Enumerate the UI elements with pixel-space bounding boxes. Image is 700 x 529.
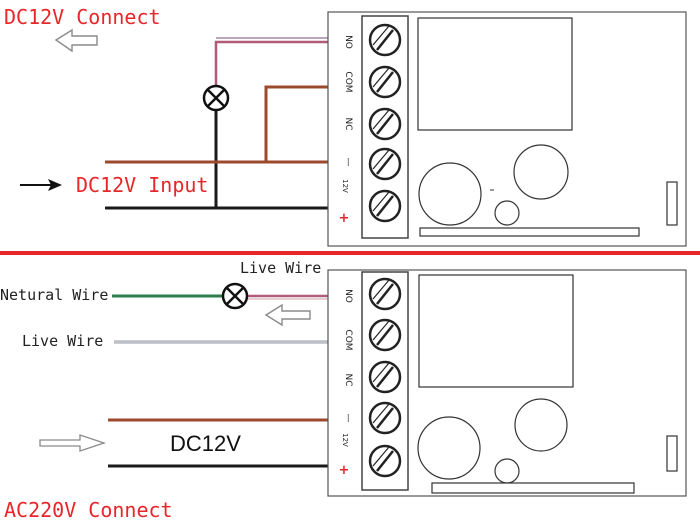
top-terminal-minus: — (343, 158, 353, 167)
bottom-terminal-no: NO (343, 289, 353, 303)
top-terminal-12v: 12V (341, 179, 349, 193)
screw-terminal-icon (368, 360, 402, 394)
bottom-live-wire-top: Live Wire (240, 259, 321, 277)
capacitor-large (417, 416, 481, 480)
arrow-right-outline-icon (39, 434, 107, 452)
top-panel: DC12V Connect DC12V Input (4, 5, 687, 247)
top-input-label: DC12V Input (76, 173, 208, 197)
bottom-live-wire-left: Live Wire (22, 332, 103, 350)
arrow-right-solid-icon (20, 179, 62, 191)
pcb-strip (431, 482, 635, 494)
capacitor-small (494, 458, 520, 484)
top-wires (105, 37, 328, 210)
screw-terminal-icon (368, 23, 402, 57)
capacitor-small (494, 200, 520, 226)
screw-terminal-icon (368, 444, 402, 478)
pcb-connector (666, 435, 678, 472)
screw-terminal-icon (368, 189, 402, 223)
bottom-terminal-com: COM (343, 329, 353, 350)
capacitor-large (418, 162, 482, 226)
bottom-terminal-minus: — (343, 414, 353, 423)
top-relay-module: NO COM NC — 12V + (327, 11, 687, 247)
top-terminal-plus: + (339, 211, 350, 226)
bottom-relay-module: NO COM NC — 12V + (327, 269, 687, 497)
top-terminal-no: NO (343, 35, 353, 49)
top-terminal-com: COM (343, 71, 353, 92)
screw-terminal-icon (368, 318, 402, 352)
screw-terminal-icon (368, 401, 402, 435)
pcb-strip (419, 227, 640, 237)
bottom-neutral-wire: Netural Wire (0, 286, 108, 304)
lamp-icon (202, 84, 230, 112)
bottom-terminal-plus: + (339, 463, 350, 478)
bottom-dc-label: DC12V (170, 431, 241, 456)
bottom-terminal-12v: 12V (341, 433, 349, 447)
relay-block (418, 274, 574, 388)
screw-terminal-icon (368, 107, 402, 141)
bottom-terminal-nc: NC (343, 373, 353, 386)
capacitor-medium (513, 144, 569, 200)
arrow-left-outline-icon (54, 28, 98, 53)
screw-terminal-icon (368, 277, 402, 311)
top-terminal-nc: NC (343, 117, 353, 130)
pink-wire (214, 40, 328, 88)
bottom-title: AC220V Connect (4, 498, 173, 522)
brown-com-wire (264, 85, 328, 162)
bottom-panel: Live Wire Netural Wire Live Wire DC12V (0, 259, 687, 522)
top-title: DC12V Connect (4, 5, 161, 29)
screw-terminal-icon (368, 65, 402, 99)
bottom-wires (108, 294, 328, 468)
relay-block (417, 17, 573, 131)
screw-terminal-icon (368, 147, 402, 181)
pcb-connector (666, 181, 678, 226)
lamp-icon (221, 282, 249, 310)
capacitor-medium (514, 398, 568, 452)
arrow-left-outline-icon (264, 303, 311, 327)
